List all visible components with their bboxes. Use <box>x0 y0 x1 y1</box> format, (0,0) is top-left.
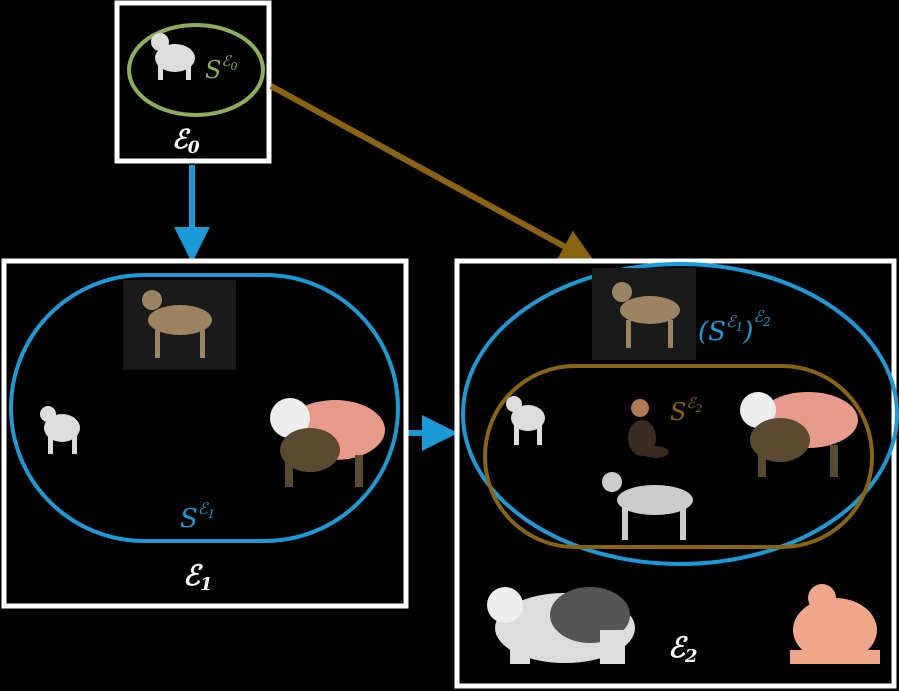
set-s-e1-region <box>9 273 400 543</box>
sitting-dog-image <box>628 399 669 458</box>
set-s-e2-region <box>483 364 874 549</box>
white-labrador-image <box>602 472 693 540</box>
panda-image <box>487 587 635 664</box>
environment-1-label: ℰ1 <box>183 559 212 595</box>
set-s-e1-e2-ellipse <box>461 262 899 566</box>
environment-0-label: ℰ0 <box>172 125 200 158</box>
environment-2-label: ℰ2 <box>668 631 697 667</box>
arrow-e0-to-e2 <box>269 83 596 264</box>
orangutan-image <box>790 584 880 664</box>
wolf-image <box>592 268 696 360</box>
set-s-e0-ellipse <box>127 23 265 117</box>
small-white-dog-image <box>151 33 195 80</box>
wolf-image <box>123 280 236 370</box>
saint-bernard-image <box>270 398 385 487</box>
set-s-e1-e2-label: (Sℰ1)ℰ2 <box>698 307 771 347</box>
set-s-e0-label: Sℰ0 <box>205 52 238 84</box>
saint-bernard-image <box>740 392 858 477</box>
small-white-dog-image <box>40 406 80 454</box>
set-s-e2-label: Sℰ2 <box>670 394 703 426</box>
set-s-e1-label: Sℰ1 <box>180 499 215 534</box>
environment-2-box <box>454 258 897 689</box>
environment-0-box <box>114 0 272 164</box>
small-white-dog-image <box>506 396 545 445</box>
environment-1-box <box>1 258 409 609</box>
